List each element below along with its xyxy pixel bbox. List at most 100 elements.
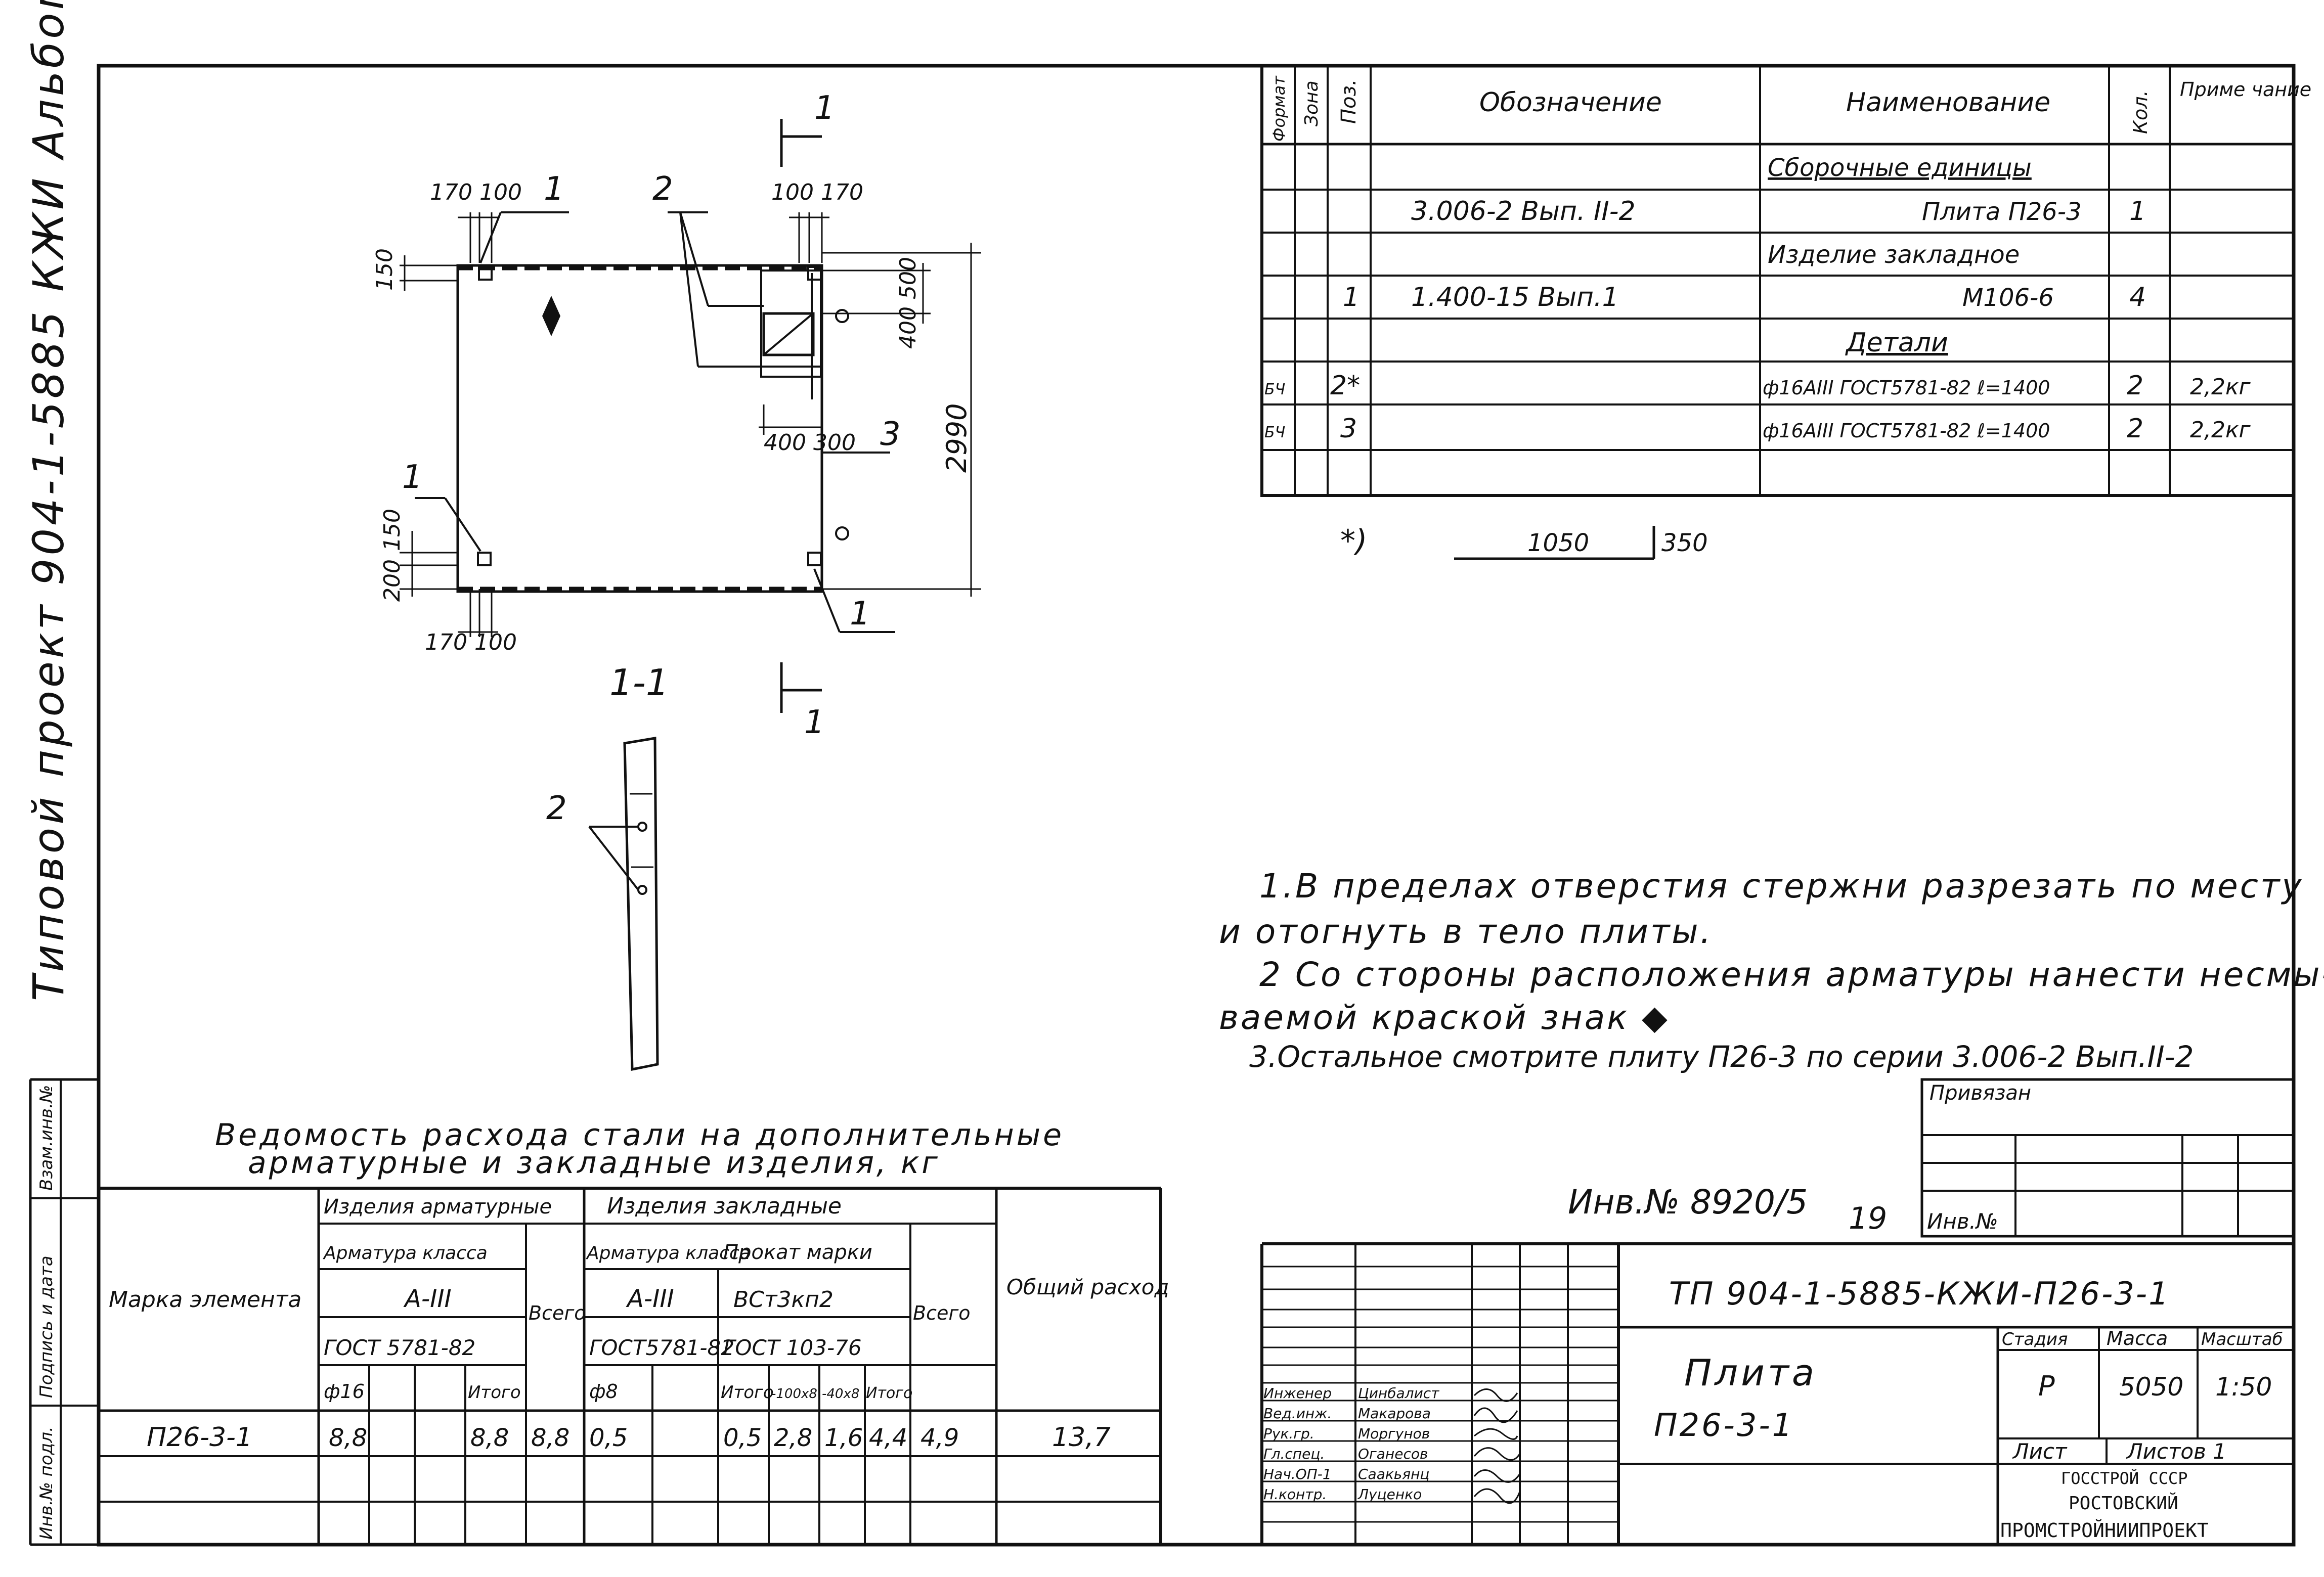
staff-role: Нач.ОП-1: [1263, 1466, 1332, 1482]
spec-name: Плита П26-3: [1922, 198, 2082, 226]
stamp-inv-label: Инв.№ подл.: [36, 1426, 57, 1540]
footnote-dim-b: 350: [1661, 529, 1708, 557]
steel-table-title-1: Ведомость расхода стали на дополнительны…: [215, 1117, 1064, 1153]
signature: [1473, 1447, 1521, 1461]
spec-designation: 1.400-15 Вып.1: [1411, 282, 1619, 312]
steel-cell-d8: 0,5: [589, 1424, 628, 1452]
spec-h-note: Приме чание: [2180, 78, 2311, 101]
tb-sheet: Лист: [2012, 1439, 2068, 1464]
note-line: 3.Остальное смотрите плиту П26-3 по сери…: [1249, 1040, 2194, 1074]
note-line: 1.В пределах отверстия стержни разрезать…: [1259, 867, 2304, 906]
spec-designation: 3.006-2 Вып. II-2: [1411, 196, 1636, 227]
inv-sheet-number: 19: [1849, 1201, 1887, 1236]
spec-pos: 2*: [1330, 371, 1360, 401]
steel-h-arm-class-2: Арматура класса: [586, 1243, 751, 1264]
notes: 1.В пределах отверстия стержни разрезать…: [1219, 867, 2324, 1074]
steel-h-steel: ВСт3кп2: [733, 1287, 834, 1313]
steel-h-vsego2: Всего: [913, 1302, 971, 1324]
tb-stage: Р: [2038, 1370, 2055, 1402]
steel-h-d16: ф16: [324, 1380, 365, 1403]
spec-qty: 2: [2127, 414, 2143, 444]
org-line-1: ГОССТРОЙ СССР: [2061, 1469, 2187, 1488]
spec-note: 2,2кг: [2190, 374, 2251, 400]
spec-format: БЧ: [1264, 381, 1285, 398]
spec-name: Детали: [1845, 328, 1948, 358]
steel-cell-vsego2: 4,9: [920, 1424, 959, 1452]
steel-cell-total: 13,7: [1052, 1422, 1111, 1453]
tb-h-scale: Масштаб: [2201, 1329, 2283, 1349]
signature: [1474, 1428, 1518, 1440]
steel-h-a3b: А-III: [626, 1285, 674, 1313]
side-title: Типовой проект 904-1-5885 КЖИ Альбом 5: [24, 0, 73, 1001]
staff-role: Н.контр.: [1263, 1486, 1327, 1503]
inv-label: Инв.№: [1927, 1209, 1998, 1234]
steel-h-gost2: ГОСТ5781-82: [589, 1335, 734, 1360]
spec-h-zone: Зона: [1301, 80, 1322, 126]
diamond-sign-icon: [542, 296, 560, 336]
spec-name: ф16АIII ГОСТ5781-82 ℓ=1400: [1763, 377, 2050, 399]
hole-marker: [835, 309, 849, 323]
section-mark-bottom: 1: [804, 704, 825, 741]
dim-left-bottom-2: 150: [379, 509, 405, 551]
steel-h-mark: Марка элемента: [109, 1287, 301, 1313]
tb-h-stage: Стадия: [2002, 1329, 2068, 1349]
steel-cell-d16: 8,8: [329, 1424, 367, 1452]
spec-h-format: Формат: [1269, 75, 1289, 142]
spec-h-note: Приме чание: [2180, 78, 2311, 101]
dim-left-bottom-1: 200: [379, 559, 405, 602]
staff-name: Луценко: [1357, 1486, 1422, 1503]
spec-qty: 4: [2129, 282, 2146, 312]
staff-name: Оганесов: [1358, 1446, 1428, 1462]
spec-h-qty: Кол.: [2129, 90, 2152, 134]
steel-h-itogo1: Итого: [468, 1382, 521, 1403]
pos-label-1-top: 1: [544, 170, 564, 208]
side-stamp: Инв.№ подл. Подпись и дата Взам.инв.№: [29, 1078, 99, 1546]
steel-h-vsego1: Всего: [529, 1302, 586, 1324]
steel-h-emb-group: Изделия закладные: [607, 1193, 842, 1219]
svg-text:Типовой проект 904-1-5885 КЖИ: Типовой проект 904-1-5885 КЖИ Альбом 5: [24, 0, 73, 1001]
steel-h-gost3: ГОСТ 103-76: [723, 1335, 862, 1360]
footnote-sketch: *) 1050 350: [1340, 523, 1708, 560]
steel-h-itogo2: Итого: [721, 1382, 774, 1403]
org-line-2: РОСТОВСКИЙ: [2069, 1493, 2178, 1514]
tb-sheets: Листов 1: [2126, 1439, 2226, 1464]
pos-label-2: 2: [652, 170, 673, 208]
section-pos-2: 2: [546, 790, 567, 827]
privyazan-block: Привязан Инв.№: [1920, 1078, 2295, 1238]
document-name-2: П26-3-1: [1654, 1407, 1794, 1444]
spec-name: Сборочные единицы: [1768, 154, 2032, 182]
embedded-part: [478, 266, 493, 281]
steel-h-arm-group: Изделия арматурные: [324, 1195, 552, 1219]
inv-number-handwritten: Инв.№ 8920/5: [1568, 1183, 1808, 1222]
privyazan-label: Привязан: [1930, 1082, 2031, 1105]
steel-cell-vsego1: 8,8: [531, 1424, 569, 1452]
staff-name: Цинбалист: [1358, 1385, 1439, 1402]
embedded-part: [477, 552, 492, 566]
spec-name: Изделие закладное: [1768, 241, 2020, 269]
steel-h-rolled: Прокат марки: [723, 1241, 872, 1264]
tb-scale: 1:50: [2215, 1372, 2272, 1402]
tb-h-mass: Масса: [2107, 1327, 2168, 1349]
steel-cell-mark: П26-3-1: [147, 1422, 252, 1453]
staff-role: Рук.гр.: [1263, 1425, 1314, 1442]
dim-height: 2990: [941, 403, 973, 473]
section-label: 1-1: [609, 661, 669, 704]
steel-cell-100x8: 2,8: [774, 1424, 812, 1452]
spec-note: 2,2кг: [2190, 417, 2251, 443]
section-view: 2: [546, 737, 659, 1071]
note-line: и отогнуть в тело плиты.: [1219, 912, 1713, 951]
staff-role: Вед.инж.: [1263, 1405, 1332, 1422]
steel-h-40x8: -40х8: [822, 1386, 859, 1402]
signature: [1473, 1388, 1518, 1402]
steel-h-total: Общий расход: [1006, 1275, 1169, 1299]
document-code: ТП 904-1-5885-КЖИ-П26-3-1: [1669, 1275, 2170, 1312]
pos-label-1-left: 1: [402, 459, 423, 496]
staff-name: Макарова: [1358, 1405, 1431, 1422]
steel-h-arm-class: Арматура класса: [323, 1243, 488, 1264]
document-name-1: Плита: [1684, 1351, 1817, 1394]
hole-marker: [835, 526, 849, 540]
plan-view: 1 2 3 1 1 170 100 100 170 150 200: [372, 89, 981, 741]
steel-h-d8: ф8: [589, 1380, 618, 1403]
dim-left-top: 150: [372, 248, 398, 291]
